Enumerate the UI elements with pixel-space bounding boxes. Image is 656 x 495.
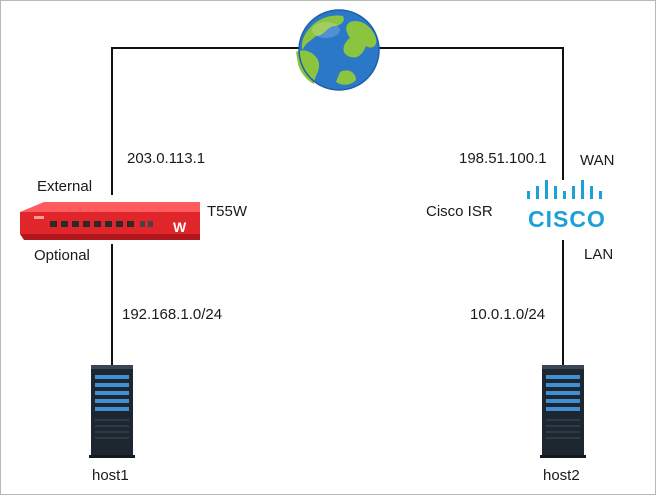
firewall-model-label: T55W: [207, 203, 248, 220]
cisco-wordmark: CISCO: [528, 206, 606, 232]
internet-globe-icon: [296, 9, 380, 91]
link-internet-router: [378, 47, 564, 180]
router-wan-ip-label: 198.51.100.1: [459, 150, 547, 167]
host2-server-icon: [540, 365, 586, 458]
router-name-label: Cisco ISR: [426, 203, 493, 220]
firewall-external-interface-label: External: [37, 178, 93, 195]
firewall-optional-interface-label: Optional: [34, 247, 90, 264]
right-network-label: 10.0.1.0/24: [470, 306, 546, 323]
firewall-external-ip-label: 203.0.113.1: [127, 150, 206, 167]
svg-text:W: W: [173, 219, 187, 235]
router-wan-interface-label: WAN: [580, 152, 615, 169]
link-firewall-internet: [111, 47, 300, 195]
host2-label: host2: [543, 467, 580, 484]
host1-server-icon: [89, 365, 135, 458]
router-lan-interface-label: LAN: [584, 246, 614, 263]
cisco-logo-icon: [527, 180, 602, 199]
firewall-appliance-icon: W: [20, 202, 200, 240]
host1-label: host1: [92, 467, 129, 484]
left-network-label: 192.168.1.0/24: [122, 306, 223, 323]
